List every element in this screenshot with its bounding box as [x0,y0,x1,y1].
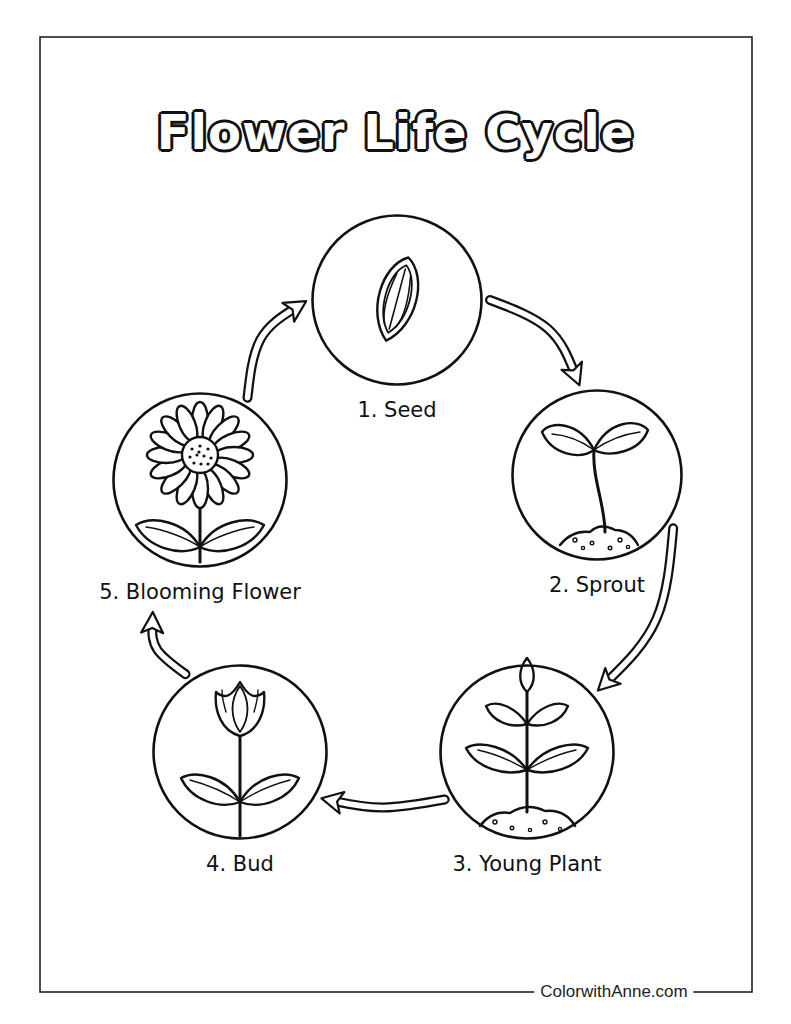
stage-outline [114,394,287,567]
watermark: ColorwithAnne.com [534,982,693,1002]
seed-dot [195,453,198,456]
stage-node: 1. Seed [309,214,485,425]
sprout-drawing [542,423,648,550]
seed-dot [192,461,195,464]
stage-label: 3. Young Plant [452,852,601,877]
stage-label: 2. Sprout [549,573,645,598]
stage-node: 3. Young Plant [437,664,617,879]
stage-circle [511,389,683,561]
arrow-body [490,300,575,373]
stage-outline [513,391,682,560]
arrow-body [152,625,185,674]
cycle-arrow [248,308,296,398]
stage-circle [112,392,288,568]
arrow-body [334,800,445,808]
seed-dot [206,462,209,465]
arrow-outline [334,800,445,808]
seed-dot [209,456,212,459]
seed-dot [202,454,205,457]
arrow-body [248,308,296,398]
stage-label: 4. Bud [206,852,274,877]
seed-dot [197,450,200,453]
stage-node: 2. Sprout [509,389,685,600]
stage-circle [311,214,483,386]
stage-circle [152,664,328,840]
stage-node: 5. Blooming Flower [94,392,306,607]
cycle-arrow [607,528,673,681]
cycle-arrow [490,300,575,373]
young-plant-drawing [466,658,588,832]
stage-label: 5. Blooming Flower [99,580,301,605]
title: Flower Life Cycle [0,104,791,162]
seed-dot [190,447,193,450]
arrow-body [607,528,673,681]
seed-dot [206,447,209,450]
page-frame [40,37,752,992]
cycle-arrow [334,800,445,808]
stage-outline [154,666,327,839]
arrow-outline [248,308,296,398]
stage-label: 1. Seed [357,398,436,423]
stage-outline [313,216,482,385]
seed-dot [198,444,201,447]
seed-drawing [368,253,426,346]
arrow-outline [607,528,673,681]
flower-drawing [136,402,264,562]
seed-dot [199,462,202,465]
bud-drawing [181,682,299,836]
arrow-outline [152,625,185,674]
stage-circle [439,664,615,840]
seed-dot [188,455,191,458]
stage-outline [441,666,614,839]
cycle-arrow [152,625,185,674]
stage-node: 4. Bud [150,664,330,879]
arrow-outline [490,300,575,373]
